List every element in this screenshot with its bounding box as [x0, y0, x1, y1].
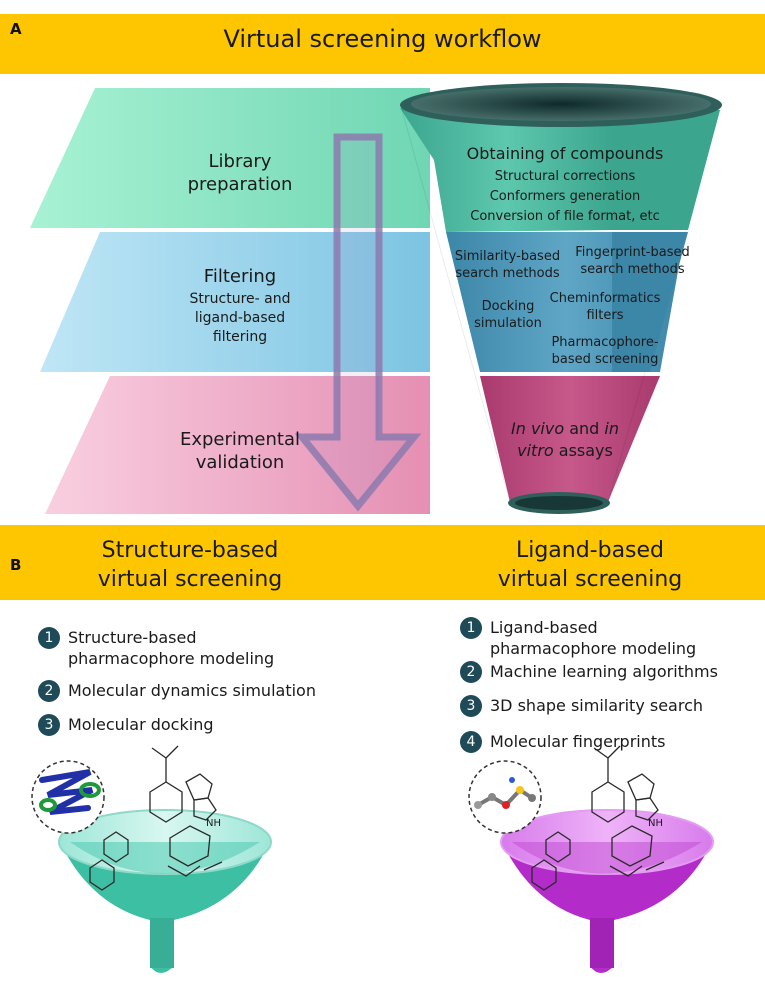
- step-number-badge: 2: [460, 661, 482, 683]
- funnel-mid-right: [612, 232, 688, 372]
- structure-item-2: 2 Molecular dynamics simulation: [38, 680, 316, 702]
- layer-filtering: [40, 232, 430, 372]
- funnel-top-heading: Obtaining of compounds: [466, 144, 664, 163]
- step-number-badge: 1: [460, 617, 482, 639]
- panel-b-header-bar: [0, 525, 765, 600]
- workflow-down-arrow: [294, 133, 422, 512]
- funnel-top-section: [400, 108, 612, 232]
- ligand-structure-inset: [468, 760, 542, 834]
- funnel-top-opening: [411, 87, 711, 121]
- layer-library: [30, 88, 430, 228]
- stage-filtering-label: Filtering: [203, 266, 277, 287]
- step-number-badge: 3: [460, 695, 482, 717]
- indole-nh-label-left: NH: [206, 818, 221, 829]
- funnel-bottom-section: [480, 376, 660, 502]
- step-number-badge: 4: [460, 731, 482, 753]
- indole-nh-label-right: NH: [648, 818, 663, 829]
- structure-item-3: 3 Molecular docking: [38, 714, 213, 736]
- funnel-top-right: [612, 108, 720, 230]
- ligand-item-2: 2 Machine learning algorithms: [460, 661, 718, 683]
- panel-a-letter: A: [10, 20, 22, 38]
- step-number-badge: 3: [38, 714, 60, 736]
- ligand-item-3: 3 3D shape similarity search: [460, 695, 703, 717]
- panel-a-title: Virtual screening workflow: [223, 25, 542, 53]
- step-number-badge: 1: [38, 627, 60, 649]
- panel-a-header-bar: [0, 14, 765, 74]
- pharmacophore-screening-label: Pharmacophore-based screening: [551, 335, 659, 367]
- funnel-bottom-opening: [515, 496, 603, 510]
- protein-structure-inset: [31, 760, 105, 834]
- ligand-based-funnel: [500, 809, 714, 973]
- structure-based-funnel: [58, 809, 272, 973]
- right-molecules: [531, 745, 665, 891]
- step-number-badge: 2: [38, 680, 60, 702]
- panel-b-letter: B: [10, 556, 22, 574]
- left-molecules: [89, 745, 223, 891]
- ligand-item-4: 4 Molecular fingerprints: [460, 731, 665, 753]
